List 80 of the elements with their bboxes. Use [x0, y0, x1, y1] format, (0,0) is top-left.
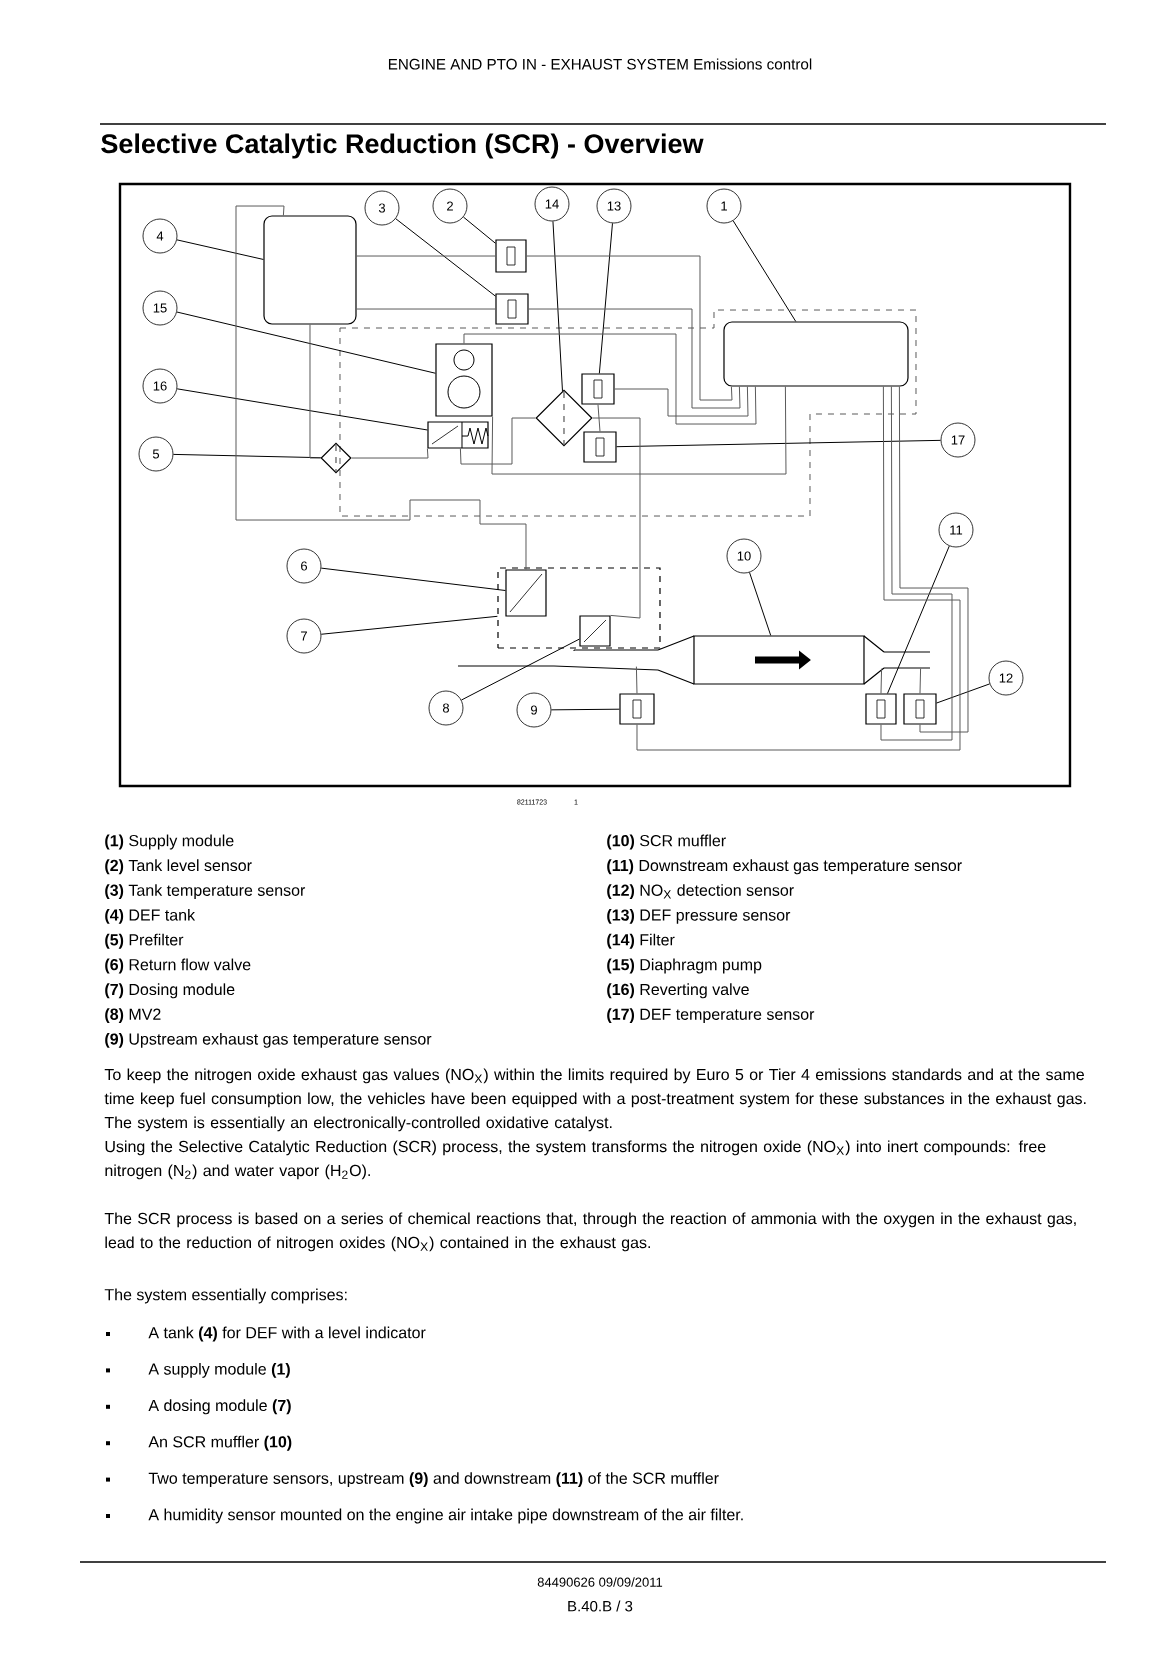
- part-list-item: (17) DEF temperature sensor: [607, 1008, 815, 1024]
- pipe-line: [491, 386, 787, 475]
- sensor-box: [903, 693, 937, 725]
- leader-line: [887, 545, 950, 694]
- pipe-line: [597, 404, 601, 432]
- sensor-box: [865, 693, 897, 725]
- pipe-line: [898, 386, 969, 733]
- part-list-item: (2) Tank level sensor: [105, 859, 252, 875]
- pipe-line: [592, 417, 641, 619]
- bullet-item: A supply module (1): [148, 1362, 290, 1378]
- pump: [435, 343, 493, 417]
- leader-line: [598, 222, 613, 374]
- prefilter-diamond: [320, 442, 352, 474]
- pipe-line: [351, 448, 429, 459]
- pipe-line: [528, 308, 741, 409]
- part-list-item: (8) MV2: [105, 1008, 161, 1024]
- leader-line: [550, 708, 620, 711]
- leader-line: [172, 453, 322, 459]
- valve-box: [427, 421, 489, 449]
- leader-line: [749, 572, 772, 636]
- part-list-item: (15) Diaphragm pump: [607, 958, 762, 974]
- bullet-item: A dosing module (7): [148, 1399, 291, 1415]
- sensor-box: [495, 239, 527, 273]
- part-list-item: (12) NO$_{X}$ detection sensor: [607, 884, 794, 900]
- leader-line: [462, 216, 496, 244]
- leader-line: [552, 220, 563, 392]
- bullet-item: A tank (4) for DEF with a level indicator: [148, 1326, 426, 1342]
- part-list-item: (14) Filter: [607, 933, 675, 949]
- filter-diamond: [535, 389, 593, 447]
- pipe-line: [880, 386, 953, 741]
- valve-box: [579, 615, 611, 647]
- leader-line: [616, 439, 942, 448]
- part-list-item: (7) Dosing module: [105, 983, 235, 999]
- leader-line: [936, 683, 991, 704]
- pipe-line: [459, 417, 536, 465]
- valve-box: [505, 569, 547, 617]
- pipe-line: [235, 205, 527, 570]
- sensor-box: [619, 693, 655, 725]
- pipe-line: [614, 386, 749, 417]
- pipe-line: [636, 386, 961, 751]
- pipe-line: [356, 255, 496, 257]
- dosing-module-outline: [497, 567, 661, 649]
- supply-module: [723, 321, 909, 387]
- sensor-box: [581, 373, 615, 405]
- body-text: Using the Selective Catalytic Reduction (SCR) process, the system transforms the nitrogen oxide (NO$_{X}$) into inert compounds: free nitrogen (N$_{2}$) and water vapor (H$_{2}$O).: [105, 1140, 1046, 1180]
- part-list-item: (9) Upstream exhaust gas temperature sensor: [105, 1032, 432, 1048]
- leader-line: [176, 239, 264, 260]
- part-list-item: (16) Reverting valve: [607, 983, 749, 999]
- pipe-line: [309, 324, 321, 459]
- leader-line: [176, 311, 436, 374]
- pipe-line: [463, 333, 757, 425]
- part-list-item: (11) Downstream exhaust gas temperature sensor: [607, 859, 962, 875]
- part-list-item: (1) Supply module: [105, 834, 234, 850]
- muffler: [457, 635, 931, 685]
- part-list-item: (5) Prefilter: [105, 933, 184, 949]
- part-list-item: (4) DEF tank: [105, 908, 196, 924]
- leader-line: [320, 567, 506, 591]
- body-text: The SCR process is based on a series of chemical reactions that, through the reaction of ammonia with the oxygen in the exhaust gas, lead to the reduction of nitrogen oxides (NO$_{X}$) contained in the exhaust gas.: [104, 1212, 1076, 1252]
- sensor-box: [495, 293, 529, 325]
- bullet-item: A humidity sensor mounted on the engine air intake pipe downstream of the air filter.: [148, 1508, 743, 1524]
- part-list-item: (13) DEF pressure sensor: [607, 908, 791, 924]
- body-text: The system essentially comprises:: [104, 1288, 347, 1304]
- sensor-box: [583, 431, 617, 463]
- part-list-item: (6) Return flow valve: [105, 958, 251, 974]
- leader-line: [460, 638, 580, 701]
- pipe-line: [526, 255, 733, 401]
- pipe-line: [356, 308, 496, 310]
- bullet-item: Two temperature sensors, upstream (9) and downstream (11) of the SCR muffler: [148, 1472, 719, 1488]
- part-list-item: (3) Tank temperature sensor: [105, 884, 306, 900]
- part-list-item: (10) SCR muffler: [607, 834, 726, 850]
- leader-line: [395, 218, 496, 297]
- pipe-line: [635, 666, 638, 694]
- leader-line: [176, 388, 428, 431]
- tank: [263, 215, 357, 325]
- pipe-line: [919, 668, 922, 694]
- pipe-line: [880, 668, 883, 694]
- leader-line: [320, 615, 498, 635]
- title: Selective Catalytic Reduction (SCR) - Overview: [101, 133, 704, 159]
- bullet-item: An SCR muffler (10): [148, 1435, 292, 1451]
- body-text: To keep the nitrogen oxide exhaust gas values (NO$_{X}$) within the limits required by Euro 5 or Tier 4 emissions standards and at the same time keep fuel consumption low, the vehicles have been equipped with a post-treatment system for these substances in the exhaust gas. The system is essentially an electronically-controlled oxidative catalyst.: [104, 1068, 1086, 1132]
